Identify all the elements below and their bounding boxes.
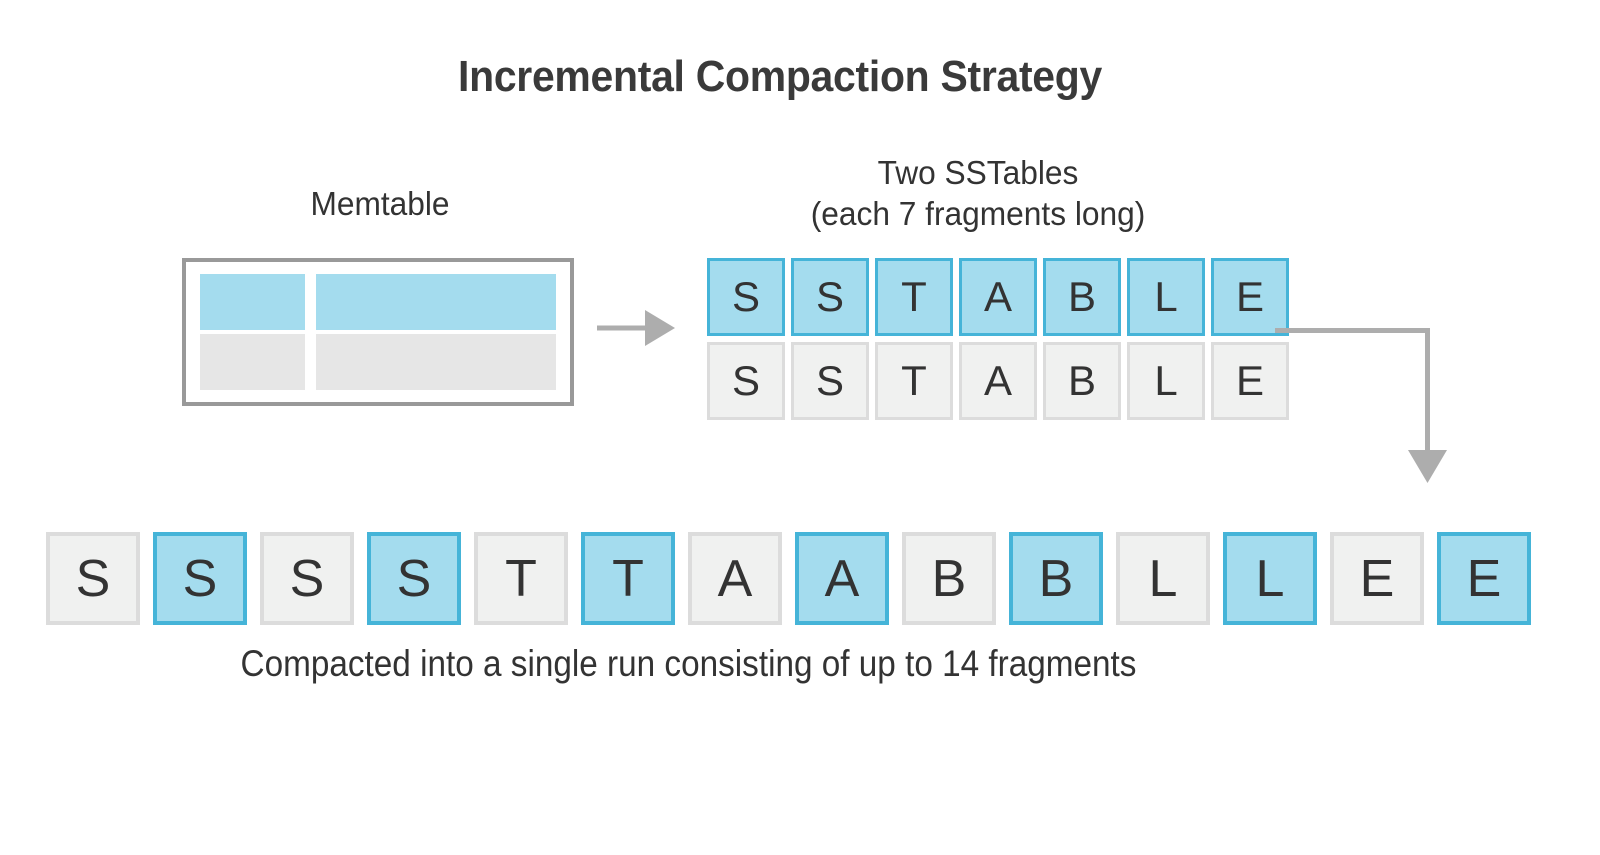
memtable-box xyxy=(182,258,574,406)
sstable-fragment: B xyxy=(1043,258,1121,336)
compacted-run-row: S S S S T T A A B B L L E E xyxy=(46,532,1546,625)
sstable-fragment: B xyxy=(1043,342,1121,420)
sstables-label-line2: (each 7 fragments long) xyxy=(810,195,1146,233)
compacted-fragment: B xyxy=(1009,532,1103,625)
sstable-fragment: A xyxy=(959,258,1037,336)
compacted-fragment: S xyxy=(153,532,247,625)
sstable-fragment: S xyxy=(707,258,785,336)
memtable-group: Memtable xyxy=(178,185,582,406)
memtable-row xyxy=(200,334,556,390)
arrow-down-elbow-icon xyxy=(1275,325,1450,505)
memtable-cell-value xyxy=(315,274,556,330)
compacted-run-group: S S S S T T A A B B L L E E Compacted in… xyxy=(46,532,1546,685)
compacted-fragment: S xyxy=(260,532,354,625)
compacted-fragment: E xyxy=(1437,532,1531,625)
arrow-right-icon xyxy=(597,307,677,349)
page-title: Incremental Compaction Strategy xyxy=(458,52,1102,101)
memtable-label: Memtable xyxy=(310,185,450,222)
sstable-fragment: L xyxy=(1127,342,1205,420)
compacted-fragment: A xyxy=(795,532,889,625)
compacted-fragment: E xyxy=(1330,532,1424,625)
sstable-fragment: S xyxy=(791,342,869,420)
sstable-fragment: T xyxy=(875,258,953,336)
sstable-fragment: S xyxy=(791,258,869,336)
memtable-cell-key xyxy=(200,274,305,330)
compacted-run-caption: Compacted into a single run consisting o… xyxy=(240,643,1137,684)
sstable-fragment: S xyxy=(707,342,785,420)
sstable-fragment: A xyxy=(959,342,1037,420)
compacted-fragment: T xyxy=(581,532,675,625)
memtable-cell-key xyxy=(200,334,305,390)
compacted-fragment: B xyxy=(902,532,996,625)
sstable-row-old: S S T A B L E xyxy=(707,342,1295,420)
sstables-label: Two SSTables (each 7 fragments long) xyxy=(700,152,1257,235)
sstable-fragment: L xyxy=(1127,258,1205,336)
compacted-fragment: A xyxy=(688,532,782,625)
memtable-row xyxy=(200,274,556,330)
compacted-fragment: L xyxy=(1223,532,1317,625)
compacted-fragment: L xyxy=(1116,532,1210,625)
compacted-fragment: S xyxy=(46,532,140,625)
compacted-fragment: S xyxy=(367,532,461,625)
compacted-fragment: T xyxy=(474,532,568,625)
sstables-label-line1: Two SSTables xyxy=(877,154,1079,191)
memtable-cell-value xyxy=(315,334,556,390)
sstable-fragment: E xyxy=(1211,342,1289,420)
sstable-fragment: T xyxy=(875,342,953,420)
sstable-fragment: E xyxy=(1211,258,1289,336)
sstable-row-new: S S T A B L E xyxy=(707,258,1295,336)
